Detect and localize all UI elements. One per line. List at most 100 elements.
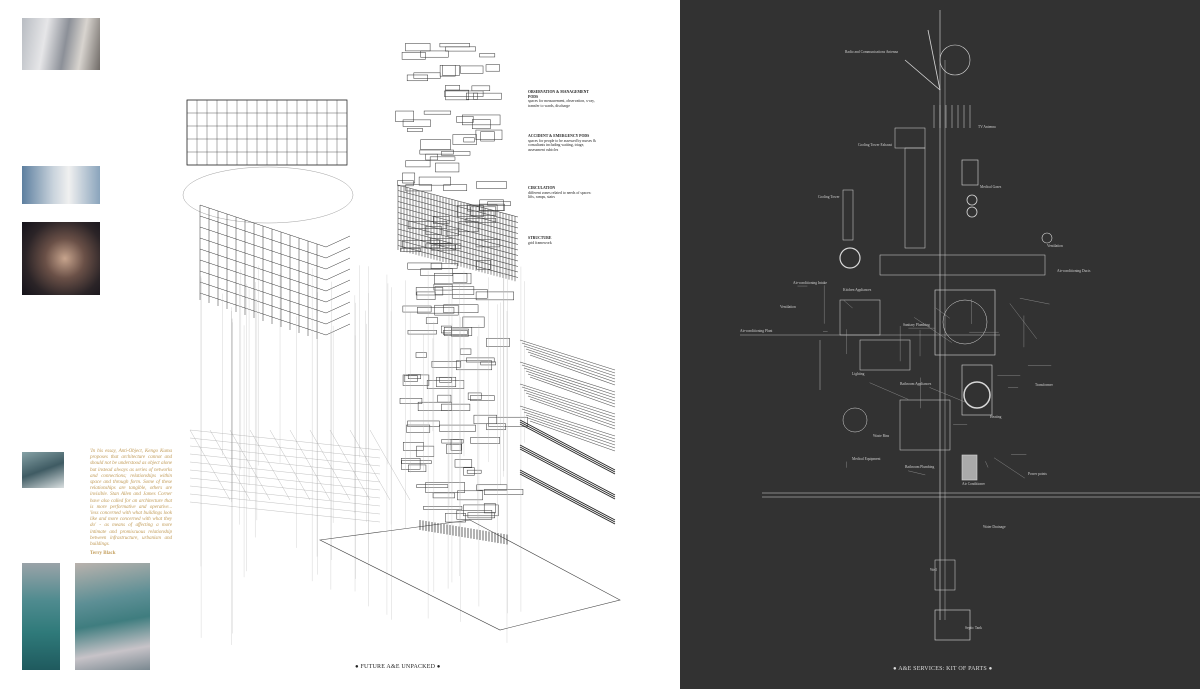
service-label: Air-conditioning Ducts bbox=[1057, 269, 1091, 273]
photo-emergency-treatment bbox=[22, 222, 100, 295]
pod-volume bbox=[407, 221, 448, 229]
pod-volume bbox=[432, 492, 455, 499]
pod-volume bbox=[395, 110, 414, 122]
medical-gas-cylinder bbox=[961, 159, 979, 186]
pod-volume bbox=[402, 240, 440, 249]
pod-volume bbox=[407, 330, 437, 335]
layer-edge bbox=[519, 471, 616, 523]
service-pipe bbox=[1019, 298, 1050, 305]
pod-volume bbox=[417, 307, 455, 314]
building-floor bbox=[325, 279, 351, 292]
building-floor bbox=[325, 312, 351, 325]
service-label: Bathroom Appliances bbox=[900, 382, 932, 386]
pod-volume bbox=[466, 357, 495, 363]
layer-edge bbox=[521, 364, 616, 396]
circulation-mesh bbox=[397, 245, 519, 278]
service-pipe bbox=[994, 457, 1025, 479]
pod-volume bbox=[441, 325, 452, 334]
pod-volume bbox=[479, 203, 505, 211]
pod-volume bbox=[400, 248, 421, 252]
service-label: Medical Gases bbox=[980, 185, 1002, 189]
service-label: Radio and Communications Antenna bbox=[845, 50, 899, 54]
layer-edge bbox=[525, 414, 616, 446]
pod-volume bbox=[425, 482, 465, 493]
layer-edge bbox=[521, 342, 616, 374]
pod-volume bbox=[470, 395, 495, 401]
lighting-unit bbox=[859, 339, 911, 371]
right-caption: ● A&E SERVICES: KIT OF PARTS ● bbox=[893, 666, 993, 672]
pod-volume bbox=[484, 489, 524, 495]
exhaust-flue bbox=[904, 147, 926, 249]
pod-volume bbox=[399, 398, 423, 404]
layer-edge bbox=[525, 392, 616, 424]
service-label: Well bbox=[930, 568, 937, 572]
pod-volume bbox=[456, 360, 493, 371]
floor-grid bbox=[329, 429, 371, 501]
pod-volume bbox=[405, 43, 431, 52]
cooling-tower bbox=[842, 189, 854, 241]
layer-edge bbox=[529, 354, 616, 386]
pod-volume bbox=[402, 119, 431, 127]
pod-volume bbox=[487, 201, 512, 206]
pod-volume bbox=[418, 176, 451, 186]
layer-edge bbox=[527, 373, 616, 405]
layer-edge bbox=[519, 383, 616, 415]
site-ellipse bbox=[182, 166, 354, 224]
building-floor bbox=[199, 292, 327, 336]
pod-volume bbox=[415, 287, 444, 296]
kitchen-appliances bbox=[839, 299, 881, 336]
building-floor bbox=[325, 246, 351, 259]
building-floor bbox=[199, 226, 327, 270]
boiler-dial bbox=[963, 381, 991, 409]
circulation-mesh bbox=[397, 223, 519, 256]
waste-bin bbox=[842, 407, 868, 433]
service-label: Medical Equipment bbox=[852, 457, 881, 461]
building-floor bbox=[199, 237, 327, 281]
pod-volume bbox=[406, 424, 431, 433]
layer-edge bbox=[529, 376, 616, 408]
pod-volume bbox=[416, 484, 449, 488]
pod-volume bbox=[431, 361, 462, 368]
pod-volume bbox=[435, 162, 460, 173]
pod-volume bbox=[457, 490, 483, 501]
floor-grid bbox=[189, 493, 381, 515]
pod-volume bbox=[402, 172, 416, 184]
building-floor bbox=[325, 290, 351, 303]
pod-volume bbox=[430, 262, 458, 269]
pod-volume bbox=[446, 229, 459, 237]
well bbox=[934, 559, 956, 591]
building-floor bbox=[325, 301, 351, 314]
layer-edge bbox=[525, 370, 616, 402]
pod-volume bbox=[467, 392, 482, 400]
circulation-mesh bbox=[397, 234, 519, 267]
pod-volume bbox=[463, 137, 475, 143]
service-label: Ventilation bbox=[1047, 244, 1063, 248]
building-floor bbox=[199, 259, 327, 303]
circulation-mesh bbox=[397, 239, 519, 273]
pod-volume bbox=[441, 151, 471, 156]
layer-edge bbox=[519, 444, 616, 496]
pod-volume bbox=[433, 216, 450, 224]
layer-edge bbox=[519, 419, 616, 471]
pod-volume bbox=[483, 503, 496, 514]
pod-volume bbox=[486, 423, 506, 431]
service-pipe bbox=[929, 387, 966, 403]
pod-volume bbox=[470, 437, 500, 444]
pod-volume bbox=[475, 129, 503, 140]
floor-grid bbox=[189, 437, 381, 459]
service-label: Air-conditioning Intake bbox=[793, 281, 827, 285]
pod-volume bbox=[456, 116, 474, 123]
circulation-mesh bbox=[397, 184, 519, 218]
photo-operating-theatre bbox=[75, 563, 150, 670]
pod-volume bbox=[403, 375, 418, 382]
pod-volume bbox=[445, 46, 476, 52]
layer-edge bbox=[519, 421, 616, 473]
service-label: Air Conditioner bbox=[962, 482, 985, 486]
service-pipe bbox=[843, 300, 853, 309]
pod-volume bbox=[443, 330, 468, 335]
service-label: Ventilation bbox=[780, 305, 796, 309]
service-label: Bathroom Plumbing bbox=[905, 465, 935, 469]
pod-volume bbox=[486, 337, 510, 347]
pod-volume bbox=[479, 53, 496, 58]
